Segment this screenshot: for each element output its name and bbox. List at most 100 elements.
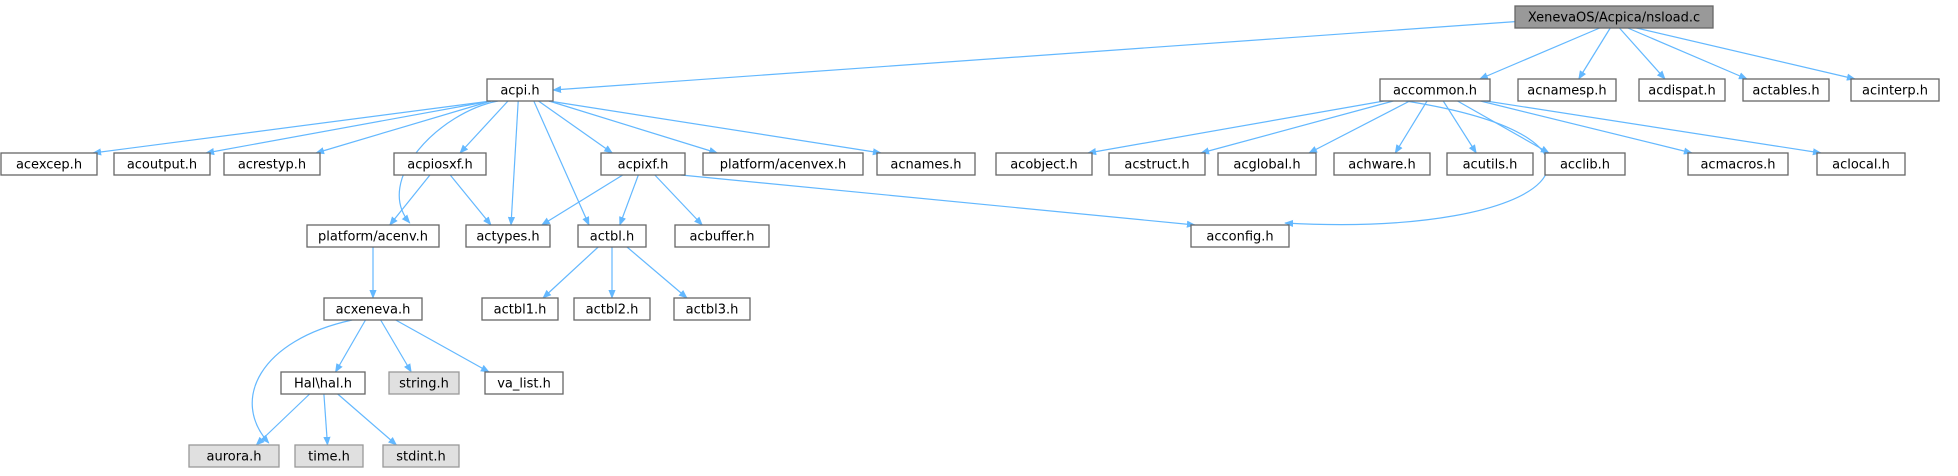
node-aurora[interactable]: aurora.h: [188, 444, 280, 468]
node-va_list[interactable]: va_list.h: [484, 371, 564, 395]
edge-root-to-acnamesp: [1578, 27, 1611, 80]
node-acdispat[interactable]: acdispat.h: [1638, 78, 1726, 102]
edge-accommon-to-acglobal: [1308, 100, 1411, 154]
node-label-acmacros: acmacros.h: [1700, 158, 1775, 173]
node-acrestyp[interactable]: acrestyp.h: [223, 152, 321, 176]
node-stdint[interactable]: stdint.h: [382, 444, 460, 468]
node-acxeneva[interactable]: acxeneva.h: [323, 297, 423, 321]
node-actbl2[interactable]: actbl2.h: [573, 297, 651, 321]
edge-root-to-acdispat: [1618, 27, 1666, 80]
edge-acpixf-to-actypes: [540, 174, 624, 226]
node-acpiosxf[interactable]: acpiosxf.h: [393, 152, 487, 176]
edge-actbl-to-actbl1: [542, 246, 599, 299]
node-acexcep[interactable]: acexcep.h: [0, 152, 98, 176]
node-label-actbl1: actbl1.h: [494, 303, 547, 318]
edge-acpi-to-acpixf: [538, 100, 613, 154]
node-label-acnamesp: acnamesp.h: [1527, 84, 1606, 99]
node-acpixf[interactable]: acpixf.h: [600, 152, 686, 176]
edge-acxeneva-to-string: [380, 319, 412, 373]
node-box-acexcep: [0, 152, 98, 176]
node-accommon[interactable]: accommon.h: [1379, 78, 1491, 102]
node-label-acclib: acclib.h: [1560, 158, 1610, 173]
node-acnames[interactable]: acnames.h: [876, 152, 976, 176]
node-box-acnames: [876, 152, 976, 176]
node-actbl3[interactable]: actbl3.h: [673, 297, 751, 321]
node-actypes[interactable]: actypes.h: [465, 224, 551, 248]
edge-acpi-to-acnames: [548, 100, 882, 156]
node-label-acstruct: acstruct.h: [1124, 158, 1189, 173]
node-box-string: [388, 371, 460, 395]
node-box-acrestyp: [223, 152, 321, 176]
edge-root-to-actables: [1627, 27, 1748, 80]
node-acenvex[interactable]: platform/acenvex.h: [702, 152, 864, 176]
node-box-acoutput: [113, 152, 211, 176]
node-acpi[interactable]: acpi.h: [486, 78, 554, 102]
node-actbl[interactable]: actbl.h: [577, 224, 647, 248]
edge-acpiosxf-to-actypes: [449, 174, 492, 226]
edge-actbl-to-actbl3: [626, 246, 688, 299]
node-label-achware: achware.h: [1348, 158, 1415, 173]
node-acclib[interactable]: acclib.h: [1544, 152, 1626, 176]
node-box-acnamesp: [1517, 78, 1617, 102]
edge-acpixf-to-acbuffer: [654, 174, 703, 226]
edge-root-to-acinterp: [1636, 27, 1856, 81]
node-box-acconfig: [1190, 224, 1290, 248]
node-box-acpiosxf: [393, 152, 487, 176]
node-acoutput[interactable]: acoutput.h: [113, 152, 211, 176]
node-acenv[interactable]: platform/acenv.h: [306, 224, 440, 248]
node-acmacros[interactable]: acmacros.h: [1687, 152, 1789, 176]
node-label-actypes: actypes.h: [476, 230, 539, 245]
node-actbl1[interactable]: actbl1.h: [481, 297, 559, 321]
node-hal[interactable]: Hal\hal.h: [280, 371, 366, 395]
node-label-acutils: acutils.h: [1463, 158, 1518, 173]
node-acbuffer[interactable]: acbuffer.h: [674, 224, 770, 248]
edge-acpixf-to-actbl: [619, 174, 639, 226]
node-box-acenvex: [702, 152, 864, 176]
node-acinterp[interactable]: acinterp.h: [1850, 78, 1940, 102]
node-label-acxeneva: acxeneva.h: [336, 303, 411, 318]
node-time[interactable]: time.h: [294, 444, 364, 468]
node-root[interactable]: XenevaOS/Acpica/nsload.c: [1514, 5, 1714, 29]
node-acglobal[interactable]: acglobal.h: [1217, 152, 1317, 176]
node-label-va_list: va_list.h: [497, 377, 551, 392]
edge-accommon-to-acstruct: [1200, 100, 1394, 155]
nodes-layer: XenevaOS/Acpica/nsload.c acpi.h accommon.h…: [0, 5, 1940, 468]
node-string[interactable]: string.h: [388, 371, 460, 395]
edge-acpi-to-acenvex: [548, 100, 719, 155]
node-label-acglobal: acglobal.h: [1233, 158, 1300, 173]
node-box-actbl: [577, 224, 647, 248]
edge-acpi-to-actbl: [533, 100, 590, 226]
edge-acxeneva-to-aurora: [251, 319, 353, 444]
node-acnamesp[interactable]: acnamesp.h: [1517, 78, 1617, 102]
node-label-actables: actables.h: [1752, 84, 1819, 99]
node-acutils[interactable]: acutils.h: [1446, 152, 1534, 176]
node-box-acclib: [1544, 152, 1626, 176]
node-label-acobject: acobject.h: [1010, 158, 1078, 173]
node-label-acdispat: acdispat.h: [1648, 84, 1715, 99]
node-aclocal[interactable]: aclocal.h: [1816, 152, 1906, 176]
edge-hal-to-stdint: [337, 393, 398, 446]
node-box-acdispat: [1638, 78, 1726, 102]
node-label-acpixf: acpixf.h: [618, 158, 669, 173]
node-label-stdint: stdint.h: [396, 450, 445, 465]
node-acobject[interactable]: acobject.h: [995, 152, 1093, 176]
node-label-acinterp: acinterp.h: [1862, 84, 1928, 99]
edge-acpi-to-actypes: [507, 100, 519, 226]
edge-root-to-accommon: [1478, 27, 1600, 80]
node-box-acutils: [1446, 152, 1534, 176]
node-label-acenv: platform/acenv.h: [318, 230, 428, 245]
node-box-actbl3: [673, 297, 751, 321]
node-label-aurora: aurora.h: [207, 450, 262, 465]
node-label-acpi: acpi.h: [500, 84, 539, 99]
edge-accommon-to-aclocal: [1485, 100, 1822, 156]
node-label-accommon: accommon.h: [1393, 84, 1477, 99]
node-box-acglobal: [1217, 152, 1317, 176]
node-actables[interactable]: actables.h: [1742, 78, 1830, 102]
node-label-acpiosxf: acpiosxf.h: [407, 158, 472, 173]
node-acconfig[interactable]: acconfig.h: [1190, 224, 1290, 248]
node-acstruct[interactable]: acstruct.h: [1108, 152, 1206, 176]
edge-acpi-to-acrestyp: [315, 100, 492, 155]
node-box-acxeneva: [323, 297, 423, 321]
node-achware[interactable]: achware.h: [1333, 152, 1431, 176]
